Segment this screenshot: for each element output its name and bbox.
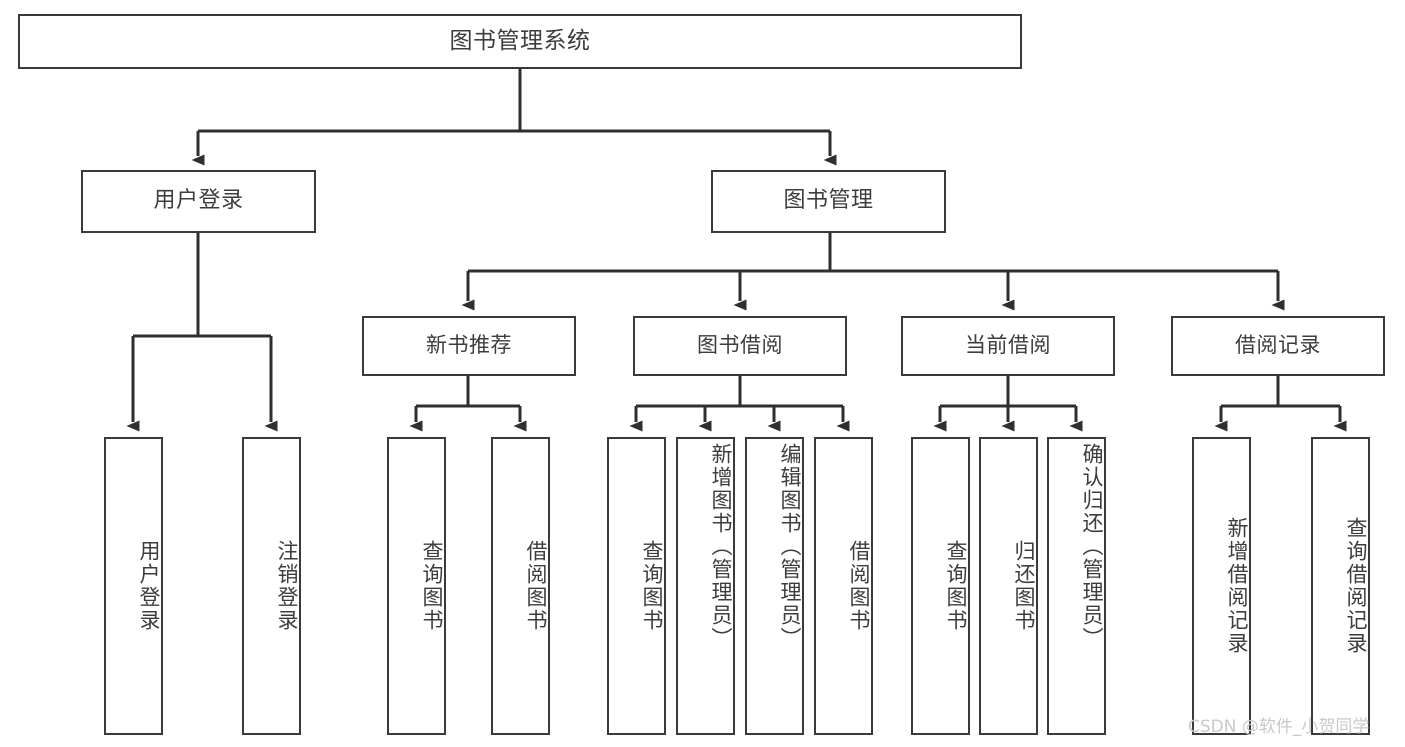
watermark-text: CSDN @软件_小贺同学 xyxy=(1188,717,1370,737)
leaf-add-record-label: 新增借阅记录 xyxy=(1225,517,1249,655)
leaf-return-book-label: 归还图书 xyxy=(1012,540,1036,632)
leaf-user-login-label: 用户登录 xyxy=(137,540,161,632)
leaf-edit-book-label: 编辑图书（管理员） xyxy=(778,443,802,650)
leaf-confirm-return-label: 确认归还（管理员） xyxy=(1080,443,1104,650)
node-root-label: 图书管理系统 xyxy=(449,27,591,54)
node-borrow-record-label: 借阅记录 xyxy=(1235,333,1321,358)
leaf-query-book-1-label: 查询图书 xyxy=(420,540,444,632)
leaf-query-record-label: 查询借阅记录 xyxy=(1344,517,1368,655)
leaf-borrow-book-1-label: 借阅图书 xyxy=(524,540,548,632)
leaf-add-record[interactable]: 新增借阅记录 xyxy=(1192,437,1251,735)
leaf-query-book-2-label: 查询图书 xyxy=(640,540,664,632)
node-new-book-recommend-label: 新书推荐 xyxy=(426,333,512,358)
leaf-logout-login-label: 注销登录 xyxy=(275,540,299,632)
leaf-query-book-2[interactable]: 查询图书 xyxy=(607,437,666,735)
leaf-borrow-book-2[interactable]: 借阅图书 xyxy=(814,437,873,735)
node-book-borrow[interactable]: 图书借阅 xyxy=(633,316,847,376)
node-borrow-record[interactable]: 借阅记录 xyxy=(1171,316,1385,376)
leaf-query-book-3[interactable]: 查询图书 xyxy=(911,437,970,735)
leaf-query-record[interactable]: 查询借阅记录 xyxy=(1311,437,1370,735)
leaf-edit-book[interactable]: 编辑图书（管理员） xyxy=(745,437,804,735)
leaf-query-book-1[interactable]: 查询图书 xyxy=(387,437,446,735)
node-current-borrow-label: 当前借阅 xyxy=(965,333,1051,358)
leaf-borrow-book-2-label: 借阅图书 xyxy=(847,540,871,632)
node-user-login-label: 用户登录 xyxy=(153,188,244,214)
node-book-borrow-label: 图书借阅 xyxy=(697,333,783,358)
leaf-confirm-return[interactable]: 确认归还（管理员） xyxy=(1047,437,1106,735)
leaf-add-book[interactable]: 新增图书（管理员） xyxy=(676,437,735,735)
leaf-borrow-book-1[interactable]: 借阅图书 xyxy=(491,437,550,735)
leaf-add-book-label: 新增图书（管理员） xyxy=(709,443,733,650)
node-book-management[interactable]: 图书管理 xyxy=(711,170,946,233)
leaf-user-login[interactable]: 用户登录 xyxy=(104,437,163,735)
node-root[interactable]: 图书管理系统 xyxy=(18,14,1022,69)
node-current-borrow[interactable]: 当前借阅 xyxy=(901,316,1115,376)
leaf-return-book[interactable]: 归还图书 xyxy=(979,437,1038,735)
leaf-query-book-3-label: 查询图书 xyxy=(944,540,968,632)
node-book-management-label: 图书管理 xyxy=(783,188,874,214)
node-user-login[interactable]: 用户登录 xyxy=(81,170,316,233)
leaf-logout-login[interactable]: 注销登录 xyxy=(242,437,301,735)
node-new-book-recommend[interactable]: 新书推荐 xyxy=(362,316,576,376)
